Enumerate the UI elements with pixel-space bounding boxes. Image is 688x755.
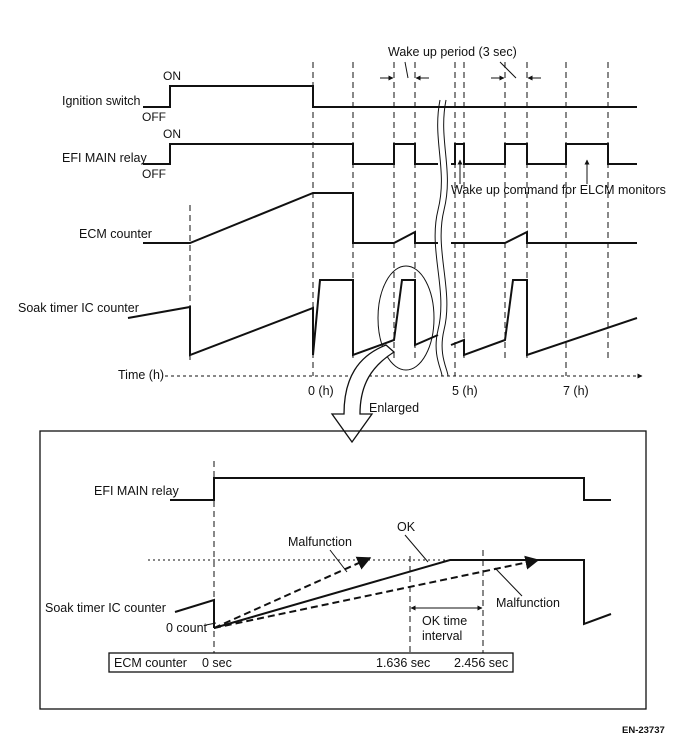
detail-efi-relay-waveform (170, 477, 611, 501)
detail-sec2-label: 2.456 sec (454, 656, 508, 670)
detail-soak-timer-ok (213, 559, 612, 629)
ignition-on-label: ON (163, 69, 181, 83)
break-line-2 (440, 99, 449, 377)
wake-up-period-label: Wake up period (3 sec) (388, 45, 517, 59)
detail-frame (39, 430, 647, 710)
detail-malfunction-fast (213, 556, 372, 629)
leader-malfunction-1 (329, 549, 348, 573)
detail-ecm-counter-bar (108, 652, 514, 673)
leader-ok (404, 534, 429, 563)
wake-period-leader-2 (499, 61, 517, 79)
efi-main-relay-waveform (143, 143, 438, 165)
detail-ok-time-label-2: interval (422, 629, 462, 643)
time-tick-0: 0 (h) (308, 384, 334, 398)
ignition-off-label: OFF (142, 110, 166, 124)
detail-sec1-label: 1.636 sec (376, 656, 430, 670)
efi-off-label: OFF (142, 167, 166, 181)
detail-sec0-label: 0 sec (202, 656, 232, 670)
leader-malfunction-2 (494, 567, 523, 597)
efi-main-relay-label: EFI MAIN relay (62, 151, 147, 165)
ecm-counter-label: ECM counter (79, 227, 152, 241)
time-guides (189, 62, 609, 376)
time-tick-7: 7 (h) (563, 384, 589, 398)
detail-ecm-counter-label: ECM counter (114, 656, 187, 670)
detail-efi-relay-label: EFI MAIN relay (94, 484, 179, 498)
zoom-ellipse (377, 265, 435, 371)
leader-zero-count (205, 622, 217, 626)
detail-zero-count-label: 0 count (166, 621, 208, 635)
detail-soak-timer-pre (174, 598, 215, 628)
wake-up-period-dimension (380, 61, 541, 81)
detail-malfunction-label-1: Malfunction (288, 535, 352, 549)
wake-period-leader-1 (404, 61, 409, 79)
time-tick-5: 5 (h) (452, 384, 478, 398)
enlarged-detail (39, 430, 647, 710)
detail-malfunction-label-2: Malfunction (496, 596, 560, 610)
break-line-1 (434, 99, 443, 377)
detail-soak-timer-label: Soak timer IC counter (45, 601, 166, 615)
efi-main-relay-waveform-cont (451, 143, 637, 165)
ignition-switch-label: Ignition switch (62, 94, 141, 108)
detail-ok-label: OK (397, 520, 416, 534)
figure-id: EN-23737 (622, 725, 665, 736)
top-timing-chart (127, 61, 643, 444)
ecm-counter-waveform (143, 192, 438, 244)
soak-timer-label: Soak timer IC counter (18, 301, 139, 315)
ecm-counter-waveform-cont (451, 230, 637, 244)
enlarge-callout-arrow (330, 344, 396, 444)
enlarged-label: Enlarged (369, 401, 419, 415)
soak-timer-waveform (127, 279, 439, 357)
efi-on-label: ON (163, 127, 181, 141)
soak-timer-waveform-cont (450, 279, 638, 357)
time-axis-label: Time (h) (118, 368, 164, 382)
detail-ok-time-label-1: OK time (422, 614, 467, 628)
wake-up-command-label: Wake up command for ELCM monitors (451, 183, 666, 197)
detail-malfunction-slow (213, 555, 540, 629)
ignition-switch-waveform (143, 85, 637, 108)
